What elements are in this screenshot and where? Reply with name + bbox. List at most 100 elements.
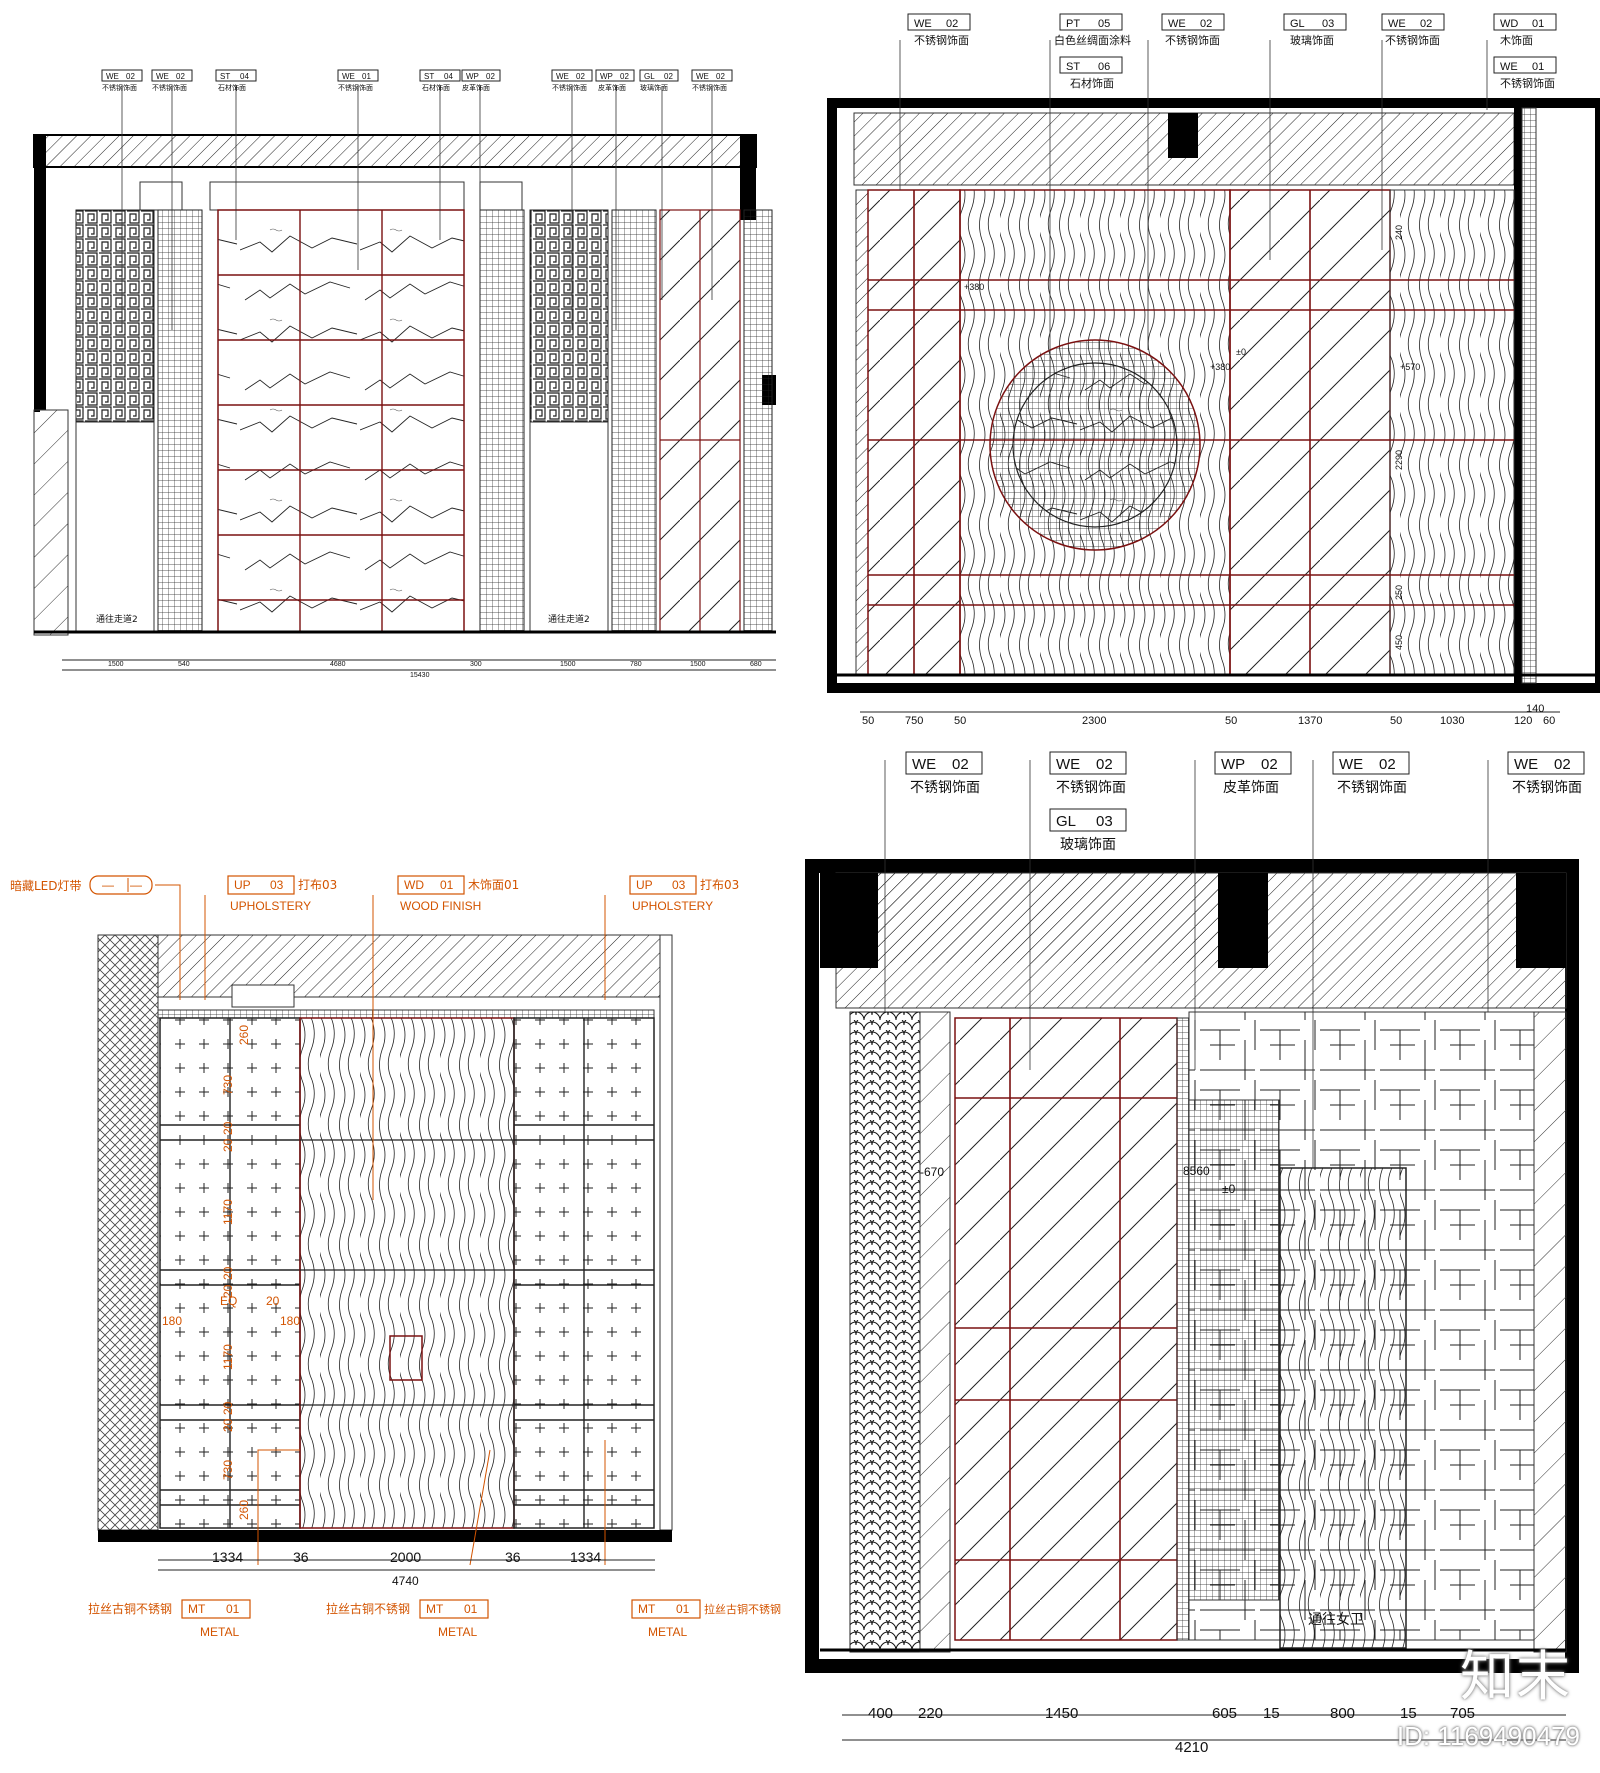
p4-dim-4: 15 [1263, 1705, 1280, 1722]
p4-total: 4210 [1175, 1739, 1208, 1756]
p3-side-2: 20 [266, 1294, 280, 1308]
svg-text:METAL: METAL [200, 1625, 239, 1639]
svg-text:01: 01 [1532, 61, 1544, 73]
svg-text:不锈钢饰面: 不锈钢饰面 [1056, 780, 1126, 796]
svg-text:02: 02 [716, 72, 725, 81]
svg-text:03: 03 [1322, 18, 1334, 30]
svg-text:02: 02 [576, 72, 585, 81]
svg-text:05: 05 [1098, 18, 1110, 30]
svg-text:ST: ST [220, 72, 230, 81]
p4-level-0: -670 [920, 1165, 944, 1179]
svg-text:玻璃饰面: 玻璃饰面 [1290, 33, 1334, 47]
p2-dim-3: 2300 [1082, 715, 1106, 727]
p3-vdim-4: 1170 [221, 1199, 235, 1225]
elevation-panel-3: 260 730 20 20 1170 20 20 1170 20 20 730 … [10, 875, 781, 1639]
svg-text:不锈钢饰面: 不锈钢饰面 [914, 33, 969, 47]
svg-text:UPHOLSTERY: UPHOLSTERY [632, 899, 713, 913]
p3-dim-3: 36 [505, 1549, 521, 1565]
svg-text:白色丝绸面涂料: 白色丝绸面涂料 [1054, 33, 1131, 47]
p2-side-dim: 140 [1526, 703, 1544, 715]
svg-text:不锈钢饰面: 不锈钢饰面 [552, 83, 587, 92]
svg-text:WE: WE [914, 18, 932, 30]
svg-text:皮革饰面: 皮革饰面 [598, 83, 626, 92]
svg-text:不锈钢饰面: 不锈钢饰面 [692, 83, 727, 92]
svg-text:WOOD FINISH: WOOD FINISH [400, 899, 481, 913]
svg-text:拉丝古铜不锈钢: 拉丝古铜不锈钢 [326, 1601, 410, 1616]
svg-text:02: 02 [1261, 756, 1278, 773]
svg-text:METAL: METAL [648, 1625, 687, 1639]
svg-text:01: 01 [440, 878, 454, 892]
svg-text:03: 03 [1096, 813, 1113, 830]
p1-tag-9: WE 02 不锈钢饰面 [691, 69, 733, 92]
p3-dim-2: 2000 [390, 1549, 421, 1565]
svg-text:WE: WE [696, 72, 709, 81]
svg-text:01: 01 [1532, 18, 1544, 30]
p3-vdim-10: 730 [221, 1460, 235, 1480]
p1-dim-4: 1500 [690, 661, 706, 668]
svg-text:WD: WD [404, 878, 424, 892]
svg-text:WP: WP [600, 72, 613, 81]
svg-text:03: 03 [672, 878, 686, 892]
p3-vdim-9: 20 [221, 1418, 235, 1432]
p4-dim-3: 605 [1212, 1705, 1237, 1722]
logo-text: 知末 [1460, 1645, 1572, 1708]
p1-passage-label-1: 通往走道2 [96, 613, 138, 625]
svg-text:WE: WE [1500, 61, 1518, 73]
p3-total: 4740 [392, 1574, 419, 1588]
svg-text:不锈钢饰面: 不锈钢饰面 [338, 83, 373, 92]
p2-level-1: ±0 [1236, 347, 1246, 357]
p1-passage-label-2: 通往走道2 [548, 613, 590, 625]
svg-text:MT: MT [426, 1602, 444, 1616]
svg-text:MT: MT [638, 1602, 656, 1616]
svg-text:WE: WE [912, 756, 936, 773]
p1-total: 15430 [410, 672, 430, 679]
svg-text:打布03: 打布03 [298, 878, 337, 892]
svg-text:不锈钢饰面: 不锈钢饰面 [1337, 780, 1407, 796]
svg-text:01: 01 [362, 72, 371, 81]
p2-dim-2: 50 [954, 715, 966, 727]
svg-text:玻璃饰面: 玻璃饰面 [1060, 836, 1116, 853]
svg-text:皮革饰面: 皮革饰面 [1223, 780, 1279, 796]
p3-vdim-0: 260 [237, 1025, 251, 1045]
svg-text:不锈钢饰面: 不锈钢饰面 [910, 780, 980, 796]
p1-dim-1: 4680 [330, 661, 346, 668]
svg-text:02: 02 [1420, 18, 1432, 30]
svg-text:WD: WD [1500, 18, 1518, 30]
svg-text:不锈钢饰面: 不锈钢饰面 [1165, 33, 1220, 47]
svg-text:GL: GL [1056, 813, 1076, 830]
svg-text:WE: WE [106, 72, 119, 81]
svg-text:02: 02 [1379, 756, 1396, 773]
p3-dim-4: 1334 [570, 1549, 601, 1565]
p3-vdim-6: 20 [221, 1284, 235, 1298]
svg-text:06: 06 [1098, 61, 1110, 73]
svg-text:02: 02 [486, 72, 495, 81]
p1-dim-0: 1500 [108, 661, 124, 668]
svg-text:02: 02 [1096, 756, 1113, 773]
p4-dim-7: 705 [1450, 1705, 1475, 1722]
svg-text:木饰面01: 木饰面01 [468, 878, 519, 892]
p4-dim-0: 400 [868, 1705, 893, 1722]
p3-vdim-2: 20 [221, 1121, 235, 1135]
svg-text:GL: GL [1290, 18, 1305, 30]
p2-vdim-2: 250 [1394, 585, 1404, 600]
svg-text:WE: WE [156, 72, 169, 81]
p1-dim-7: 300 [470, 661, 482, 668]
p2-dim-4: 50 [1225, 715, 1237, 727]
p3-vdim-3: 20 [221, 1138, 235, 1152]
svg-text:METAL: METAL [438, 1625, 477, 1639]
